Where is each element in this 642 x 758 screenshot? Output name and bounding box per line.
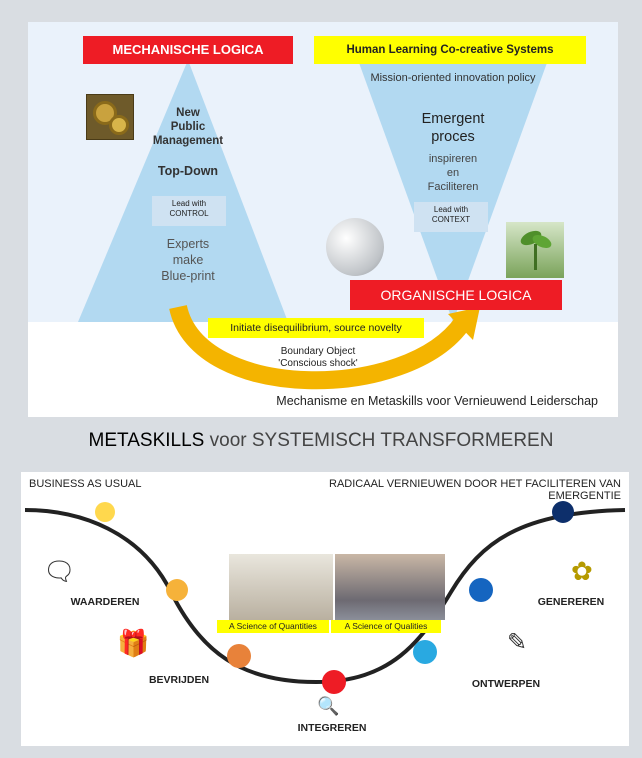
- heading-rest: voor SYSTEMISCH TRANSFORMEREN: [204, 430, 554, 451]
- human-learning-label: Human Learning Co-creative Systems: [314, 36, 586, 64]
- open-box-icon: 🎁: [117, 628, 150, 658]
- waarderen-label: WAARDEREN: [70, 596, 140, 608]
- metaskill-dot: [227, 644, 251, 668]
- inspireren-text: inspireren en Faciliteren: [427, 153, 479, 193]
- top-down-text: Top-Down: [157, 164, 219, 178]
- pencil-note-icon: ✎: [507, 629, 528, 656]
- metaskill-dot: [413, 640, 437, 664]
- metaskill-dot: [166, 579, 188, 601]
- radicaal-vernieuwen-label: RADICAAL VERNIEUWEN DOOR HET FACILITEREN…: [329, 478, 621, 502]
- genereren-label: GENEREREN: [537, 596, 605, 608]
- ontwerpen-label: ONTWERPEN: [471, 678, 541, 690]
- metaskills-word: METASKILLS: [88, 430, 205, 451]
- organic-triangle: [358, 60, 548, 322]
- organische-logica-label: ORGANISCHE LOGICA: [350, 280, 562, 310]
- tornado-image: [335, 554, 445, 620]
- metaskill-dot: [95, 502, 115, 522]
- diagram-caption: Mechanisme en Metaskills voor Vernieuwen…: [276, 394, 598, 408]
- wikipedia-globe-image: [326, 218, 384, 276]
- mechanisme-diagram: MECHANISCHE LOGICA Human Learning Co-cre…: [28, 22, 618, 417]
- arrow-head: [448, 307, 480, 340]
- gears-image: [86, 94, 134, 140]
- initiate-label: Initiate disequilibrium, source novelty: [208, 318, 424, 338]
- diagram-shapes: [78, 60, 548, 390]
- experts-text: Experts make Blue-print: [161, 237, 215, 283]
- npm-text: New Public Management: [152, 107, 224, 147]
- qualities-label: A Science of Qualities: [331, 620, 441, 633]
- business-as-usual-label: BUSINESS AS USUAL: [29, 478, 142, 490]
- mechanical-triangle: [78, 60, 288, 322]
- emergent-text: Emergent proces: [421, 111, 485, 145]
- mechanische-logica-label: MECHANISCHE LOGICA: [83, 36, 293, 64]
- bevrijden-label: BEVRIJDEN: [148, 674, 210, 686]
- lead-control-box: Lead with CONTROL: [152, 196, 226, 226]
- integreren-label: INTEGREREN: [297, 722, 367, 734]
- wave-line: [24, 508, 626, 685]
- sprout-image: [506, 222, 564, 278]
- flower-icon: ✿: [571, 556, 593, 586]
- magnifier-icon: 🔍: [317, 696, 340, 716]
- transition-arrow: [169, 304, 471, 390]
- wave-shapes: [24, 501, 626, 694]
- lead-context-box: Lead with CONTEXT: [414, 202, 488, 232]
- mission-text: Mission-oriented innovation policy: [370, 72, 536, 84]
- metaskills-heading: METASKILLS voor SYSTEMISCH TRANSFORMEREN: [0, 430, 642, 452]
- metaskills-wave-diagram: BUSINESS AS USUAL RADICAAL VERNIEUWEN DO…: [21, 472, 629, 746]
- engraving-image: [229, 554, 333, 620]
- boundary-object-text: Boundary Object 'Conscious shock': [278, 346, 358, 369]
- metaskill-dot: [322, 670, 346, 694]
- metaskill-dot: [469, 578, 493, 602]
- quantities-label: A Science of Quantities: [217, 620, 329, 633]
- metaskill-dot: [552, 501, 574, 523]
- speech-bubbles-icon: 🗨: [43, 556, 77, 586]
